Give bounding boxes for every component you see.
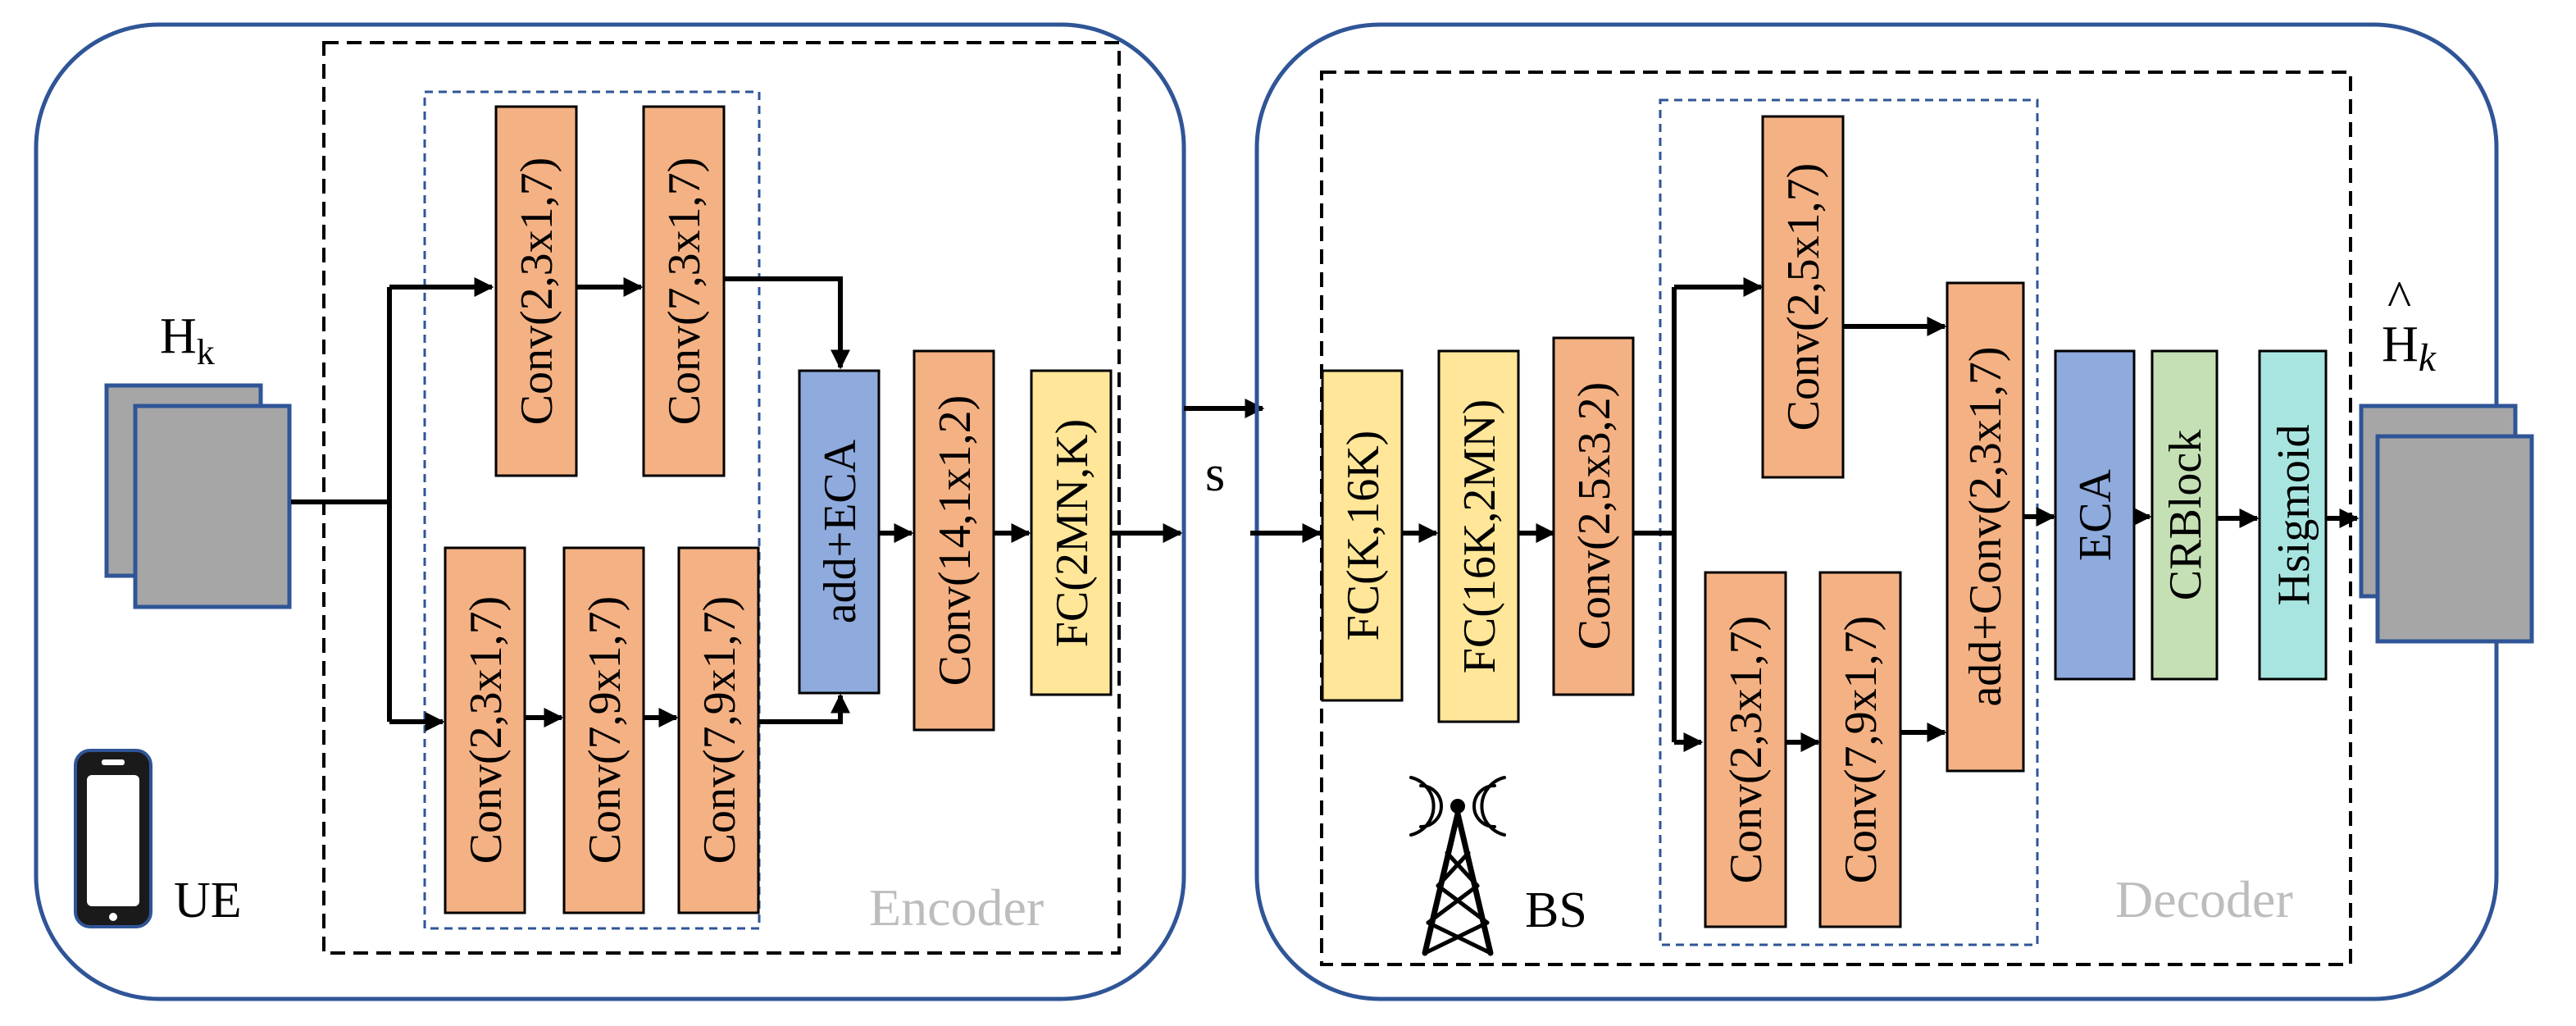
svg-text:CRBlock: CRBlock <box>2160 430 2211 600</box>
decoder-add-conv-block: add+Conv(2,3x1,7) <box>1946 281 2025 773</box>
bs-label: BS <box>1525 882 1587 938</box>
phone-icon <box>74 749 152 928</box>
decoder-upper-conv-block: Conv(2,5x1,7) <box>1761 115 1845 479</box>
svg-text:Conv(2,3x1,7): Conv(2,3x1,7) <box>461 596 512 864</box>
decoder-wires <box>1250 277 2360 752</box>
decoder-lower-conv1-block: Conv(2,3x1,7) <box>1704 571 1787 928</box>
decoder-fc1-block: FC(K,16K) <box>1321 369 1404 702</box>
decoder-hsigmoid-block: Hsigmoid <box>2258 349 2328 681</box>
encoder-dashed-box <box>322 41 1121 955</box>
svg-text:Conv(2,3x1,7): Conv(2,3x1,7) <box>512 157 562 426</box>
svg-text:Conv(7,3x1,7): Conv(7,3x1,7) <box>659 157 710 426</box>
svg-text:FC(K,16K): FC(K,16K) <box>1338 431 1389 641</box>
svg-text:add+ECA: add+ECA <box>815 439 866 623</box>
svg-text:FC(16K,2MN): FC(16K,2MN) <box>1454 399 1505 673</box>
decoder-fc2-block: FC(16K,2MN) <box>1437 349 1520 723</box>
tower-icon <box>1409 776 1506 956</box>
encoder-add-eca-block: add+ECA <box>798 369 881 695</box>
encoder-conv-out-block: Conv(14,1x1,2) <box>913 349 995 732</box>
encoder-input-matrix <box>104 383 292 609</box>
svg-text:FC(2MN,K): FC(2MN,K) <box>1047 419 1098 647</box>
encoder-upper-conv1-block: Conv(2,3x1,7) <box>494 105 578 477</box>
encoder-lower-conv3-block: Conv(7,9x1,7) <box>677 546 760 914</box>
svg-text:Conv(7,9x1,7): Conv(7,9x1,7) <box>580 596 630 864</box>
encoder-upper-conv2-block: Conv(7,3x1,7) <box>642 105 726 477</box>
ue-label: UE <box>174 873 242 928</box>
svg-text:Conv(7,9x1,7): Conv(7,9x1,7) <box>1836 616 1886 884</box>
svg-text:Conv(2,5x1,7): Conv(2,5x1,7) <box>1778 163 1829 431</box>
encoder-panel <box>34 22 1186 1001</box>
decoder-section-label: Decoder <box>2115 870 2293 928</box>
svg-text:Conv(2,3x1,7): Conv(2,3x1,7) <box>1721 616 1772 884</box>
svg-text:Conv(7,9x1,7): Conv(7,9x1,7) <box>694 596 745 864</box>
encoder-parallel-dashed-box <box>423 90 761 930</box>
encoder-fc-block: FC(2MN,K) <box>1030 369 1113 696</box>
decoder-output-label: Hk <box>2382 317 2437 380</box>
encoder-lower-conv1-block: Conv(2,3x1,7) <box>444 546 526 914</box>
decoder-crblock-block: CRBlock <box>2150 349 2219 681</box>
svg-text:Conv(2,5x3,2): Conv(2,5x3,2) <box>1569 382 1620 650</box>
svg-text:Conv(14,1x1,2): Conv(14,1x1,2) <box>930 395 981 686</box>
decoder-output-matrix <box>2359 404 2534 644</box>
decoder-output-hat: ^ <box>2387 271 2411 327</box>
decoder-eca-block: ECA <box>2054 349 2136 681</box>
decoder-lower-conv2-block: Conv(7,9x1,7) <box>1818 571 1902 928</box>
svg-text:add+Conv(2,3x1,7): add+Conv(2,3x1,7) <box>1960 346 2011 706</box>
signal-label: s <box>1205 446 1225 502</box>
encoder-input-label: Hk <box>160 308 215 372</box>
encoder-section-label: Encoder <box>869 878 1044 937</box>
svg-text:ECA: ECA <box>2070 468 2121 561</box>
decoder-conv-in-block: Conv(2,5x3,2) <box>1552 336 1635 696</box>
encoder-wires <box>291 276 1183 732</box>
svg-text:Hsigmoid: Hsigmoid <box>2269 425 2319 606</box>
encoder-lower-conv2-block: Conv(7,9x1,7) <box>562 546 645 914</box>
